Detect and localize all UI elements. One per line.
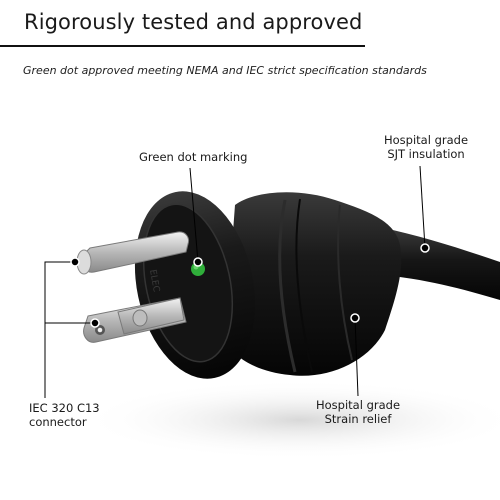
- callout-line-iec-top: [44, 261, 75, 398]
- strain-relief-body: [225, 192, 402, 376]
- floor-shadow: [80, 380, 500, 460]
- title-underline: [0, 45, 365, 47]
- callout-line-green-dot: [189, 167, 199, 263]
- callout-line-sjt: [419, 165, 426, 249]
- callout-text-line1: IEC 320 C13: [29, 401, 100, 415]
- page-title: Rigorously tested and approved: [24, 10, 363, 34]
- page-subtitle: Green dot approved meeting NEMA and IEC …: [23, 64, 427, 77]
- callout-iec-connector: IEC 320 C13 connector: [29, 401, 100, 429]
- callout-text-line2: SJT insulation: [387, 147, 465, 161]
- callout-text-line1: Hospital grade: [384, 133, 469, 147]
- callout-text-line2: connector: [29, 415, 87, 429]
- svg-text:ELEC: ELEC: [147, 269, 161, 293]
- callout-line-strain: [354, 317, 359, 397]
- callout-sjt-insulation: Hospital grade SJT insulation: [384, 133, 468, 161]
- callout-text: Green dot marking: [139, 150, 248, 164]
- callout-strain-relief: Hospital grade Strain relief: [316, 398, 400, 426]
- callout-green-dot-marking: Green dot marking: [139, 150, 247, 164]
- callout-text-line2: Strain relief: [324, 412, 392, 426]
- callout-text-line1: Hospital grade: [316, 398, 401, 412]
